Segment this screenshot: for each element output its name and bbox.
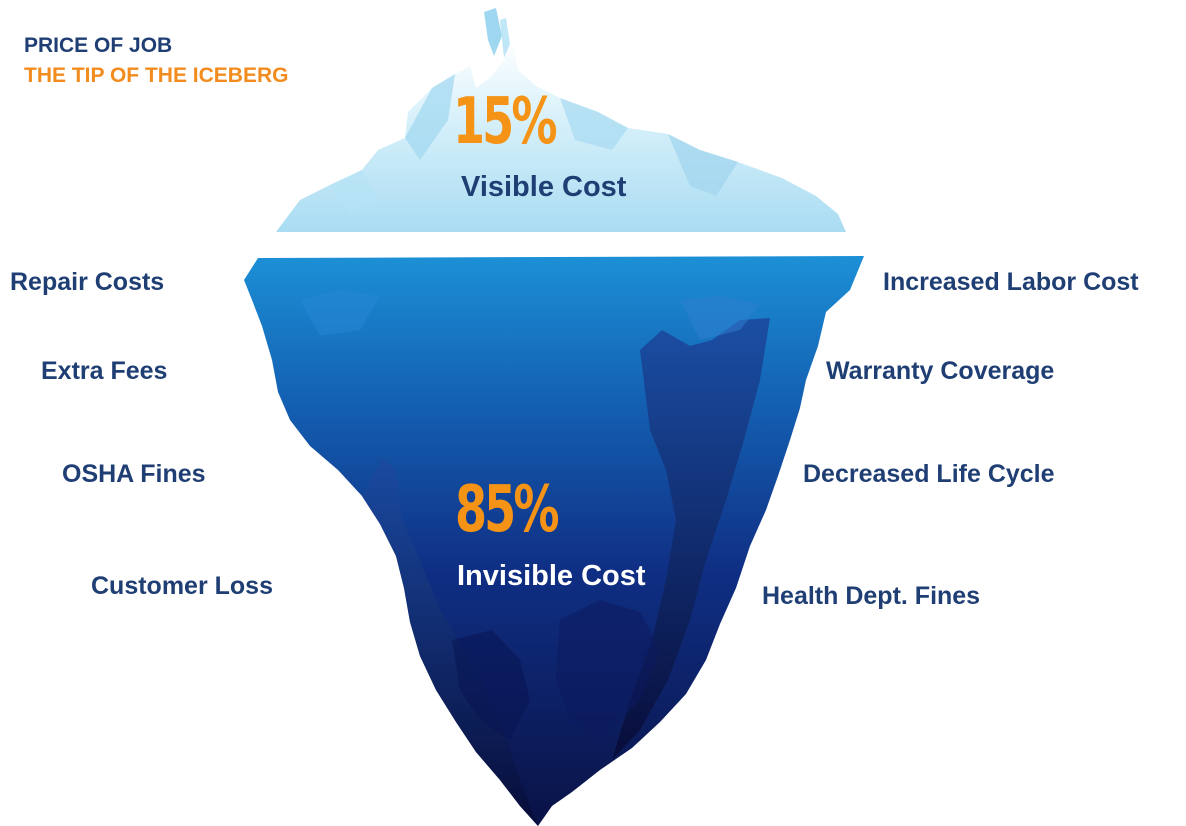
header-subtitle: THE TIP OF THE ICEBERG [24, 64, 289, 87]
left-cost-customer-loss: Customer Loss [91, 572, 273, 600]
iceberg-underwater [244, 256, 864, 826]
right-cost-increased-labor-cost: Increased Labor Cost [883, 268, 1139, 296]
visible-cost-label: Visible Cost [461, 171, 627, 203]
invisible-cost-label: Invisible Cost [457, 560, 646, 592]
right-cost-warranty-coverage: Warranty Coverage [826, 357, 1055, 385]
iceberg-tip [276, 8, 846, 232]
visible-cost-percent: 15% [453, 85, 558, 159]
right-cost-health-dept-fines: Health Dept. Fines [762, 582, 981, 610]
left-cost-repair-costs: Repair Costs [10, 268, 165, 296]
header-title: PRICE OF JOB [24, 34, 173, 57]
invisible-cost-percent: 85% [455, 473, 560, 547]
right-cost-decreased-life-cycle: Decreased Life Cycle [803, 460, 1055, 488]
left-cost-osha-fines: OSHA Fines [62, 460, 206, 488]
left-cost-extra-fees: Extra Fees [41, 357, 168, 385]
